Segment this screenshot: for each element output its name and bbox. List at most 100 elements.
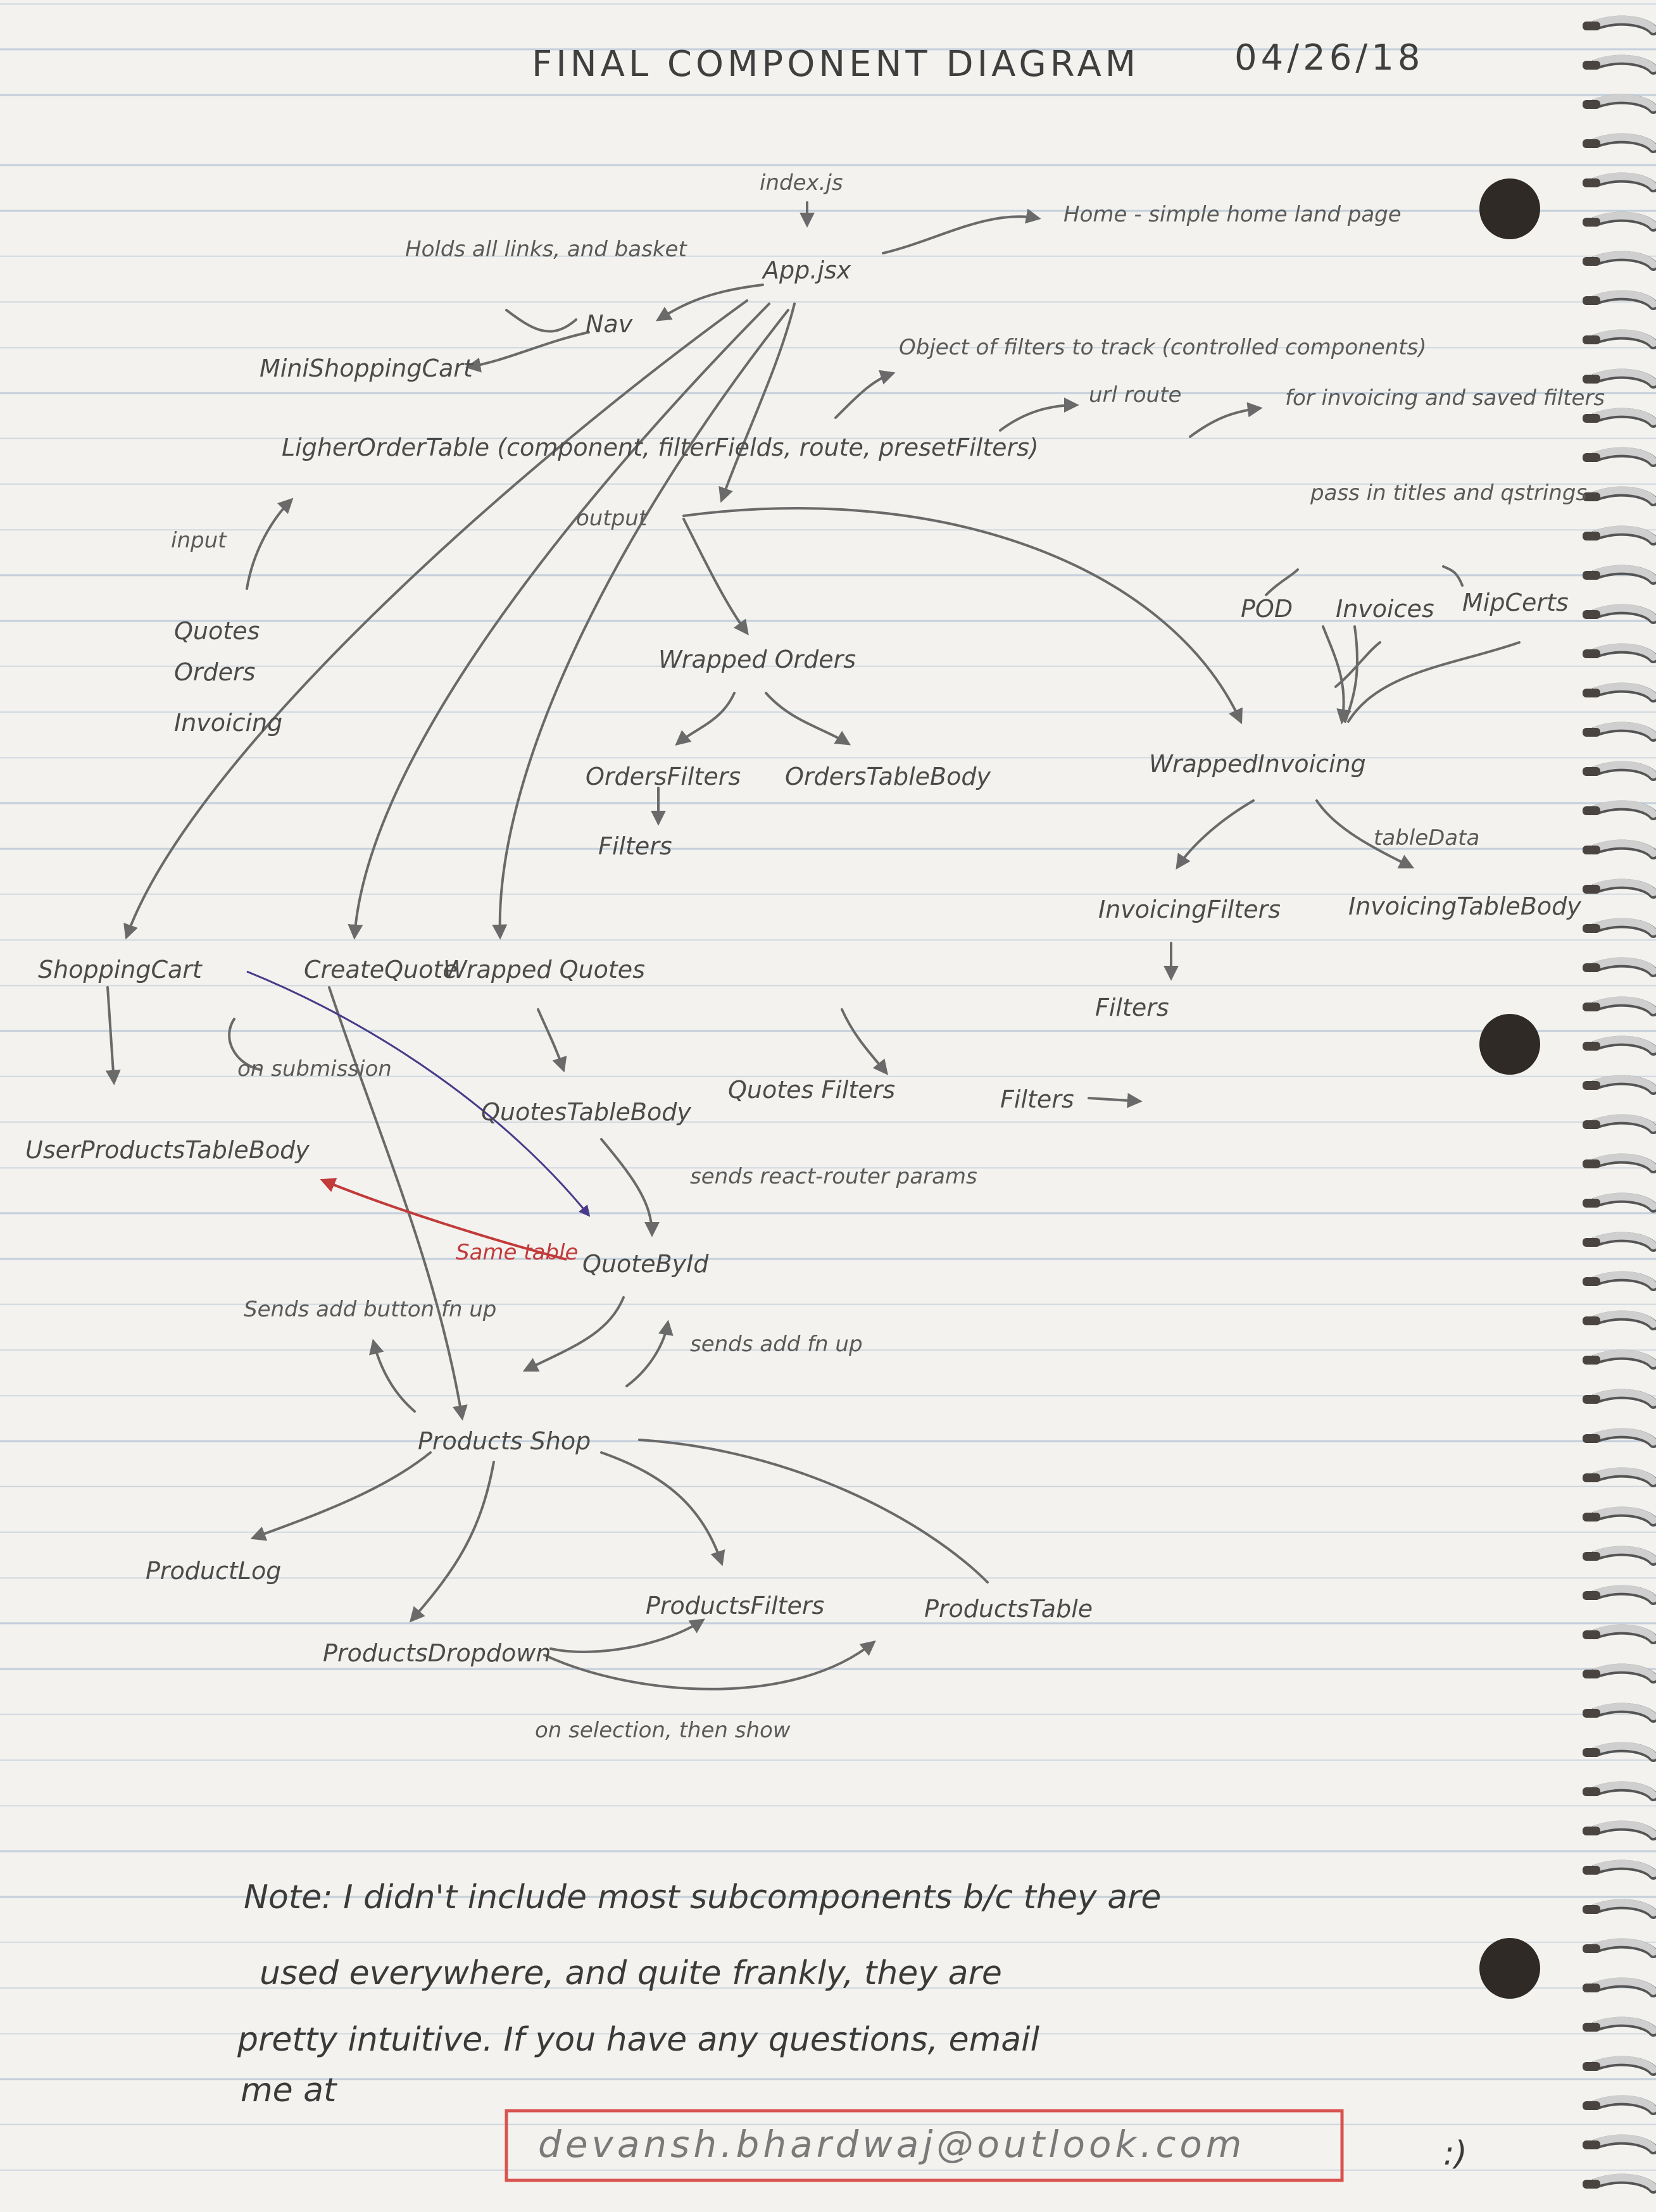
node-sends-add-fn: sends add fn up — [690, 1332, 863, 1357]
spiral-slot — [1583, 492, 1600, 501]
spiral-coil — [1591, 408, 1656, 425]
edge-dropdown-filters — [549, 1618, 705, 1653]
edge-nav-minicart — [465, 331, 590, 373]
spiral-slot — [1583, 1984, 1600, 1992]
spiral-coil — [1591, 368, 1656, 386]
email-address: devansh.bhardwaj@outlook.com — [538, 2123, 1245, 2166]
spiral-slot — [1583, 1552, 1600, 1561]
node-products-table: ProductsTable — [924, 1595, 1093, 1623]
spiral-coil — [1591, 2173, 1656, 2191]
spiral-slot — [1583, 414, 1600, 423]
node-on-selection: on selection, then show — [535, 1718, 791, 1743]
node-filters-quotes: Filters — [1000, 1085, 1074, 1113]
spiral-slot — [1583, 532, 1600, 541]
spiral-slot — [1583, 296, 1600, 305]
edge-input — [246, 497, 294, 590]
punch-hole — [1479, 1938, 1540, 1999]
edge-dropdown-table — [543, 1640, 876, 1690]
spiral-slot — [1583, 963, 1600, 972]
node-table-data: tableData — [1374, 825, 1479, 851]
spiral-coil — [1591, 1546, 1656, 1563]
edge-url-route — [999, 397, 1079, 432]
edge-tick-mip — [1442, 565, 1464, 587]
spiral-slot — [1583, 1748, 1600, 1757]
spiral-coil — [1591, 54, 1656, 72]
edge-output-invoicing — [682, 507, 1243, 725]
spiral-coil — [1591, 1075, 1656, 1092]
spiral-coil — [1591, 1153, 1656, 1171]
spiral-slot — [1583, 1827, 1600, 1835]
spiral-coil — [1591, 1114, 1656, 1132]
spiral-coil — [1591, 290, 1656, 308]
edge-createquote-submission — [228, 1018, 261, 1071]
nodes: index.js App.jsx Home - simple home land… — [25, 170, 1605, 1743]
edge-filters-note — [834, 370, 896, 419]
node-user-products-table-body: UserProductsTableBody — [25, 1136, 310, 1164]
spiral-binding — [1583, 15, 1656, 2194]
node-orders: Orders — [174, 658, 255, 686]
edge-shop-dropdown — [409, 1461, 495, 1623]
spiral-coil — [1591, 251, 1656, 268]
spiral-slot — [1583, 1591, 1600, 1600]
node-sends-router-params: sends react-router params — [690, 1164, 977, 1189]
node-create-quote: CreateQuote — [304, 956, 458, 984]
spiral-slot — [1583, 571, 1600, 580]
spiral-slot — [1583, 924, 1600, 933]
node-invoicing-filters: InvoicingFilters — [1098, 896, 1281, 923]
spiral-slot — [1583, 2062, 1600, 2071]
spiral-coil — [1591, 996, 1656, 1014]
node-wrapped-orders: Wrapped Orders — [658, 646, 856, 673]
spiral-coil — [1591, 957, 1656, 975]
spiral-coil — [1591, 1035, 1656, 1053]
spiral-slot — [1583, 1159, 1600, 1168]
node-output: output — [576, 506, 648, 531]
spiral-coil — [1591, 486, 1656, 504]
spiral-coil — [1591, 1624, 1656, 1642]
footer-note: Note: I didn't include most subcomponent… — [237, 1878, 1467, 2182]
edge-pod-wi — [1322, 625, 1352, 725]
spiral-slot — [1583, 375, 1600, 384]
spiral-slot — [1583, 1434, 1600, 1443]
spiral-slot — [1583, 649, 1600, 658]
node-ligher-order-table: LigherOrderTable (component, filterField… — [282, 434, 1039, 461]
spiral-slot — [1583, 846, 1600, 854]
node-filters-orders: Filters — [598, 832, 672, 860]
spiral-coil — [1591, 2095, 1656, 2113]
spiral-coil — [1591, 761, 1656, 778]
spiral-coil — [1591, 1506, 1656, 1524]
node-invoicing-note: for invoicing and saved filters — [1285, 385, 1605, 411]
spiral-slot — [1583, 178, 1600, 187]
edge-quotebyid-shop — [522, 1296, 625, 1372]
edge-navnote — [505, 309, 577, 333]
spiral-slot — [1583, 100, 1600, 109]
spiral-coil — [1591, 1192, 1656, 1210]
spiral-slot — [1583, 1670, 1600, 1678]
spiral-slot — [1583, 1944, 1600, 1953]
node-quotes: Quotes — [174, 617, 260, 645]
edge-app-home — [882, 208, 1041, 254]
spiral-slot — [1583, 2180, 1600, 2189]
node-pass-titles: pass in titles and qstrings — [1310, 480, 1587, 506]
spiral-coil — [1591, 878, 1656, 896]
spiral-coil — [1591, 2134, 1656, 2152]
edges — [105, 201, 1521, 1690]
footer-line-2: used everywhere, and quite frankly, they… — [260, 1954, 1002, 1992]
spiral-coil — [1591, 1585, 1656, 1603]
edge-cart-quotebyid — [246, 970, 591, 1217]
edge-app-wrappedquotes — [492, 309, 789, 940]
spiral-coil — [1591, 172, 1656, 190]
node-wrapped-invoicing: WrappedInvoicing — [1149, 750, 1366, 778]
spiral-coil — [1591, 15, 1656, 33]
spiral-coil — [1591, 1389, 1656, 1406]
spiral-slot — [1583, 1003, 1600, 1011]
edge-app-createquote — [348, 303, 770, 940]
edge-mip-wi — [1347, 641, 1521, 723]
node-product-log: ProductLog — [146, 1557, 281, 1585]
edge-sends-add-fn — [625, 1320, 674, 1387]
spiral-slot — [1583, 1120, 1600, 1129]
spiral-coil — [1591, 1271, 1656, 1289]
spiral-slot — [1583, 1709, 1600, 1718]
node-invoicing: Invoicing — [174, 709, 282, 737]
